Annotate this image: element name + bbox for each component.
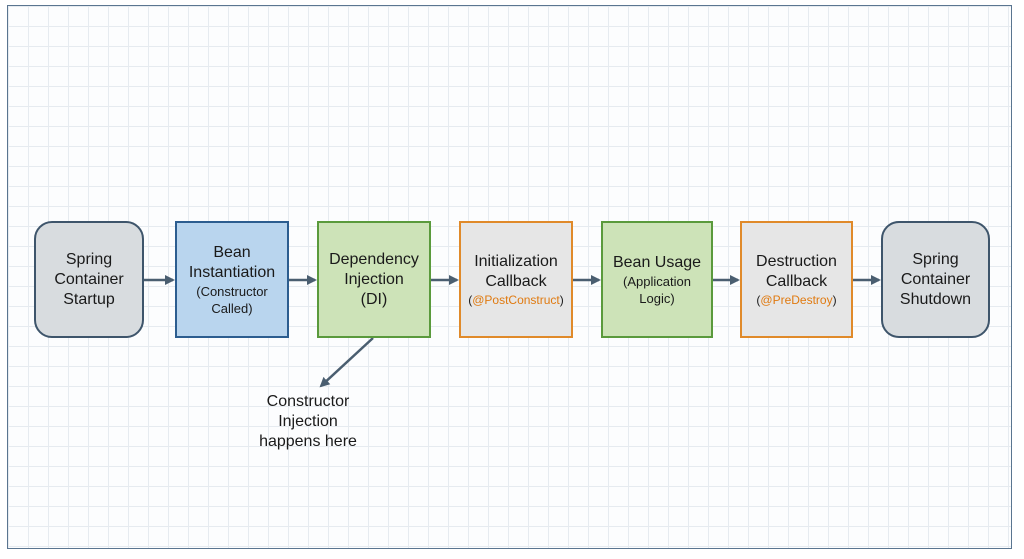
node-bean-usage: Bean Usage (Application Logic)	[601, 221, 713, 338]
startup-line-2: Container	[54, 270, 124, 288]
note-line-1: Constructor	[266, 393, 350, 410]
instantiation-sub-1: (Constructor	[196, 283, 268, 299]
note-line-2: Injection	[278, 413, 338, 430]
usage-sub-2: Logic)	[639, 290, 675, 306]
shutdown-line-3: Shutdown	[899, 290, 972, 308]
destruction-line-2: Callback	[765, 272, 828, 290]
note-line-3: happens here	[259, 433, 357, 450]
node-container-shutdown: Spring Container Shutdown	[881, 221, 990, 338]
init-annotation: (@PostConstruct)	[468, 292, 564, 307]
usage-sub-1: (Application	[623, 273, 691, 289]
constructor-injection-note: Constructor Injection happens here	[238, 392, 378, 452]
injection-line-1: Dependency	[329, 250, 419, 268]
node-destruction-callback: Destruction Callback (@PreDestroy)	[740, 221, 853, 338]
instantiation-line-2: Instantiation	[188, 263, 276, 281]
shutdown-line-2: Container	[900, 270, 971, 288]
startup-line-1: Spring	[65, 250, 113, 268]
instantiation-line-1: Bean	[213, 243, 251, 261]
init-line-1: Initialization	[474, 252, 558, 270]
node-dependency-injection: Dependency Injection (DI)	[317, 221, 431, 338]
arrow-injection-to-note	[319, 337, 374, 388]
instantiation-sub-2: Called)	[211, 300, 253, 316]
node-initialization-callback: Initialization Callback (@PostConstruct)	[459, 221, 573, 338]
pre-destroy-annotation: @PreDestroy	[760, 292, 833, 307]
shutdown-line-1: Spring	[912, 250, 959, 268]
post-construct-annotation: @PostConstruct	[472, 292, 560, 307]
usage-line-1: Bean Usage	[612, 253, 702, 271]
init-line-2: Callback	[485, 272, 547, 290]
injection-line-3: (DI)	[360, 290, 388, 308]
node-bean-instantiation: Bean Instantiation (Constructor Called)	[175, 221, 289, 338]
destruction-annotation: (@PreDestroy)	[756, 292, 837, 307]
node-container-startup: Spring Container Startup	[34, 221, 144, 338]
destruction-line-1: Destruction	[756, 252, 837, 270]
startup-line-3: Startup	[63, 290, 115, 308]
injection-line-2: Injection	[344, 270, 404, 288]
